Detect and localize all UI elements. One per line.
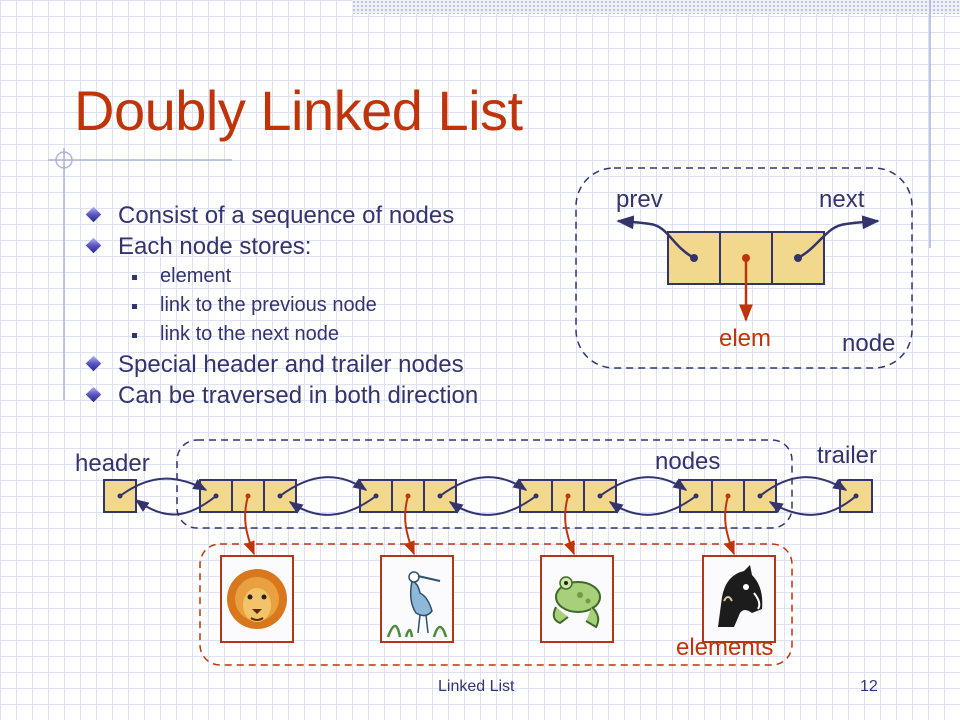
sub-bullet-item: link to the next node — [84, 320, 478, 349]
prev-link-arrow — [616, 215, 695, 260]
elem-label: elem — [719, 325, 772, 352]
square-bullet-icon — [132, 304, 137, 309]
next-link-arrow — [797, 215, 880, 260]
heron-icon — [380, 555, 454, 643]
nodes-boundary — [176, 439, 793, 529]
square-bullet-icon — [132, 275, 137, 280]
next-label: next — [819, 186, 865, 213]
nodes-label: nodes — [655, 448, 721, 475]
element-arrows — [244, 495, 735, 556]
square-bullet-icon — [132, 333, 137, 338]
decorative-top-bar — [352, 0, 960, 14]
node-structure-diagram — [575, 167, 913, 369]
bullet-list: Consist of a sequence of nodes Each node… — [84, 200, 478, 411]
bullet-item: Each node stores: — [84, 231, 478, 262]
page-title: Doubly Linked List — [74, 79, 523, 142]
link-arrows — [119, 476, 857, 516]
bullet-text: Consist of a sequence of nodes — [118, 202, 455, 229]
bullet-text: Each node stores: — [118, 233, 312, 260]
footer-title: Linked List — [438, 678, 515, 695]
bullet-item: Consist of a sequence of nodes — [84, 200, 478, 231]
horse-icon — [702, 555, 776, 643]
decorative-lines — [48, 0, 931, 400]
node-label: node — [842, 330, 896, 357]
sub-bullet-text: link to the next node — [160, 323, 340, 345]
sub-bullet-text: element — [160, 265, 232, 287]
bullet-text: Can be traversed in both direction — [118, 382, 479, 409]
header-label: header — [75, 450, 150, 477]
sub-bullet-text: link to the previous node — [160, 294, 377, 316]
trailer-label: trailer — [817, 442, 878, 469]
lion-icon — [220, 555, 294, 643]
bullet-item: Special header and trailer nodes — [84, 349, 478, 380]
sub-bullet-item: element — [84, 262, 478, 291]
prev-label: prev — [616, 186, 663, 213]
list-diagram — [103, 439, 873, 666]
frog-icon — [540, 555, 614, 643]
page-number: 12 — [860, 678, 878, 695]
bullet-text: Special header and trailer nodes — [118, 351, 464, 378]
sub-bullet-item: link to the previous node — [84, 291, 478, 320]
bullet-item: Can be traversed in both direction — [84, 380, 478, 411]
elements-boundary — [199, 543, 793, 666]
header-node — [103, 479, 137, 513]
